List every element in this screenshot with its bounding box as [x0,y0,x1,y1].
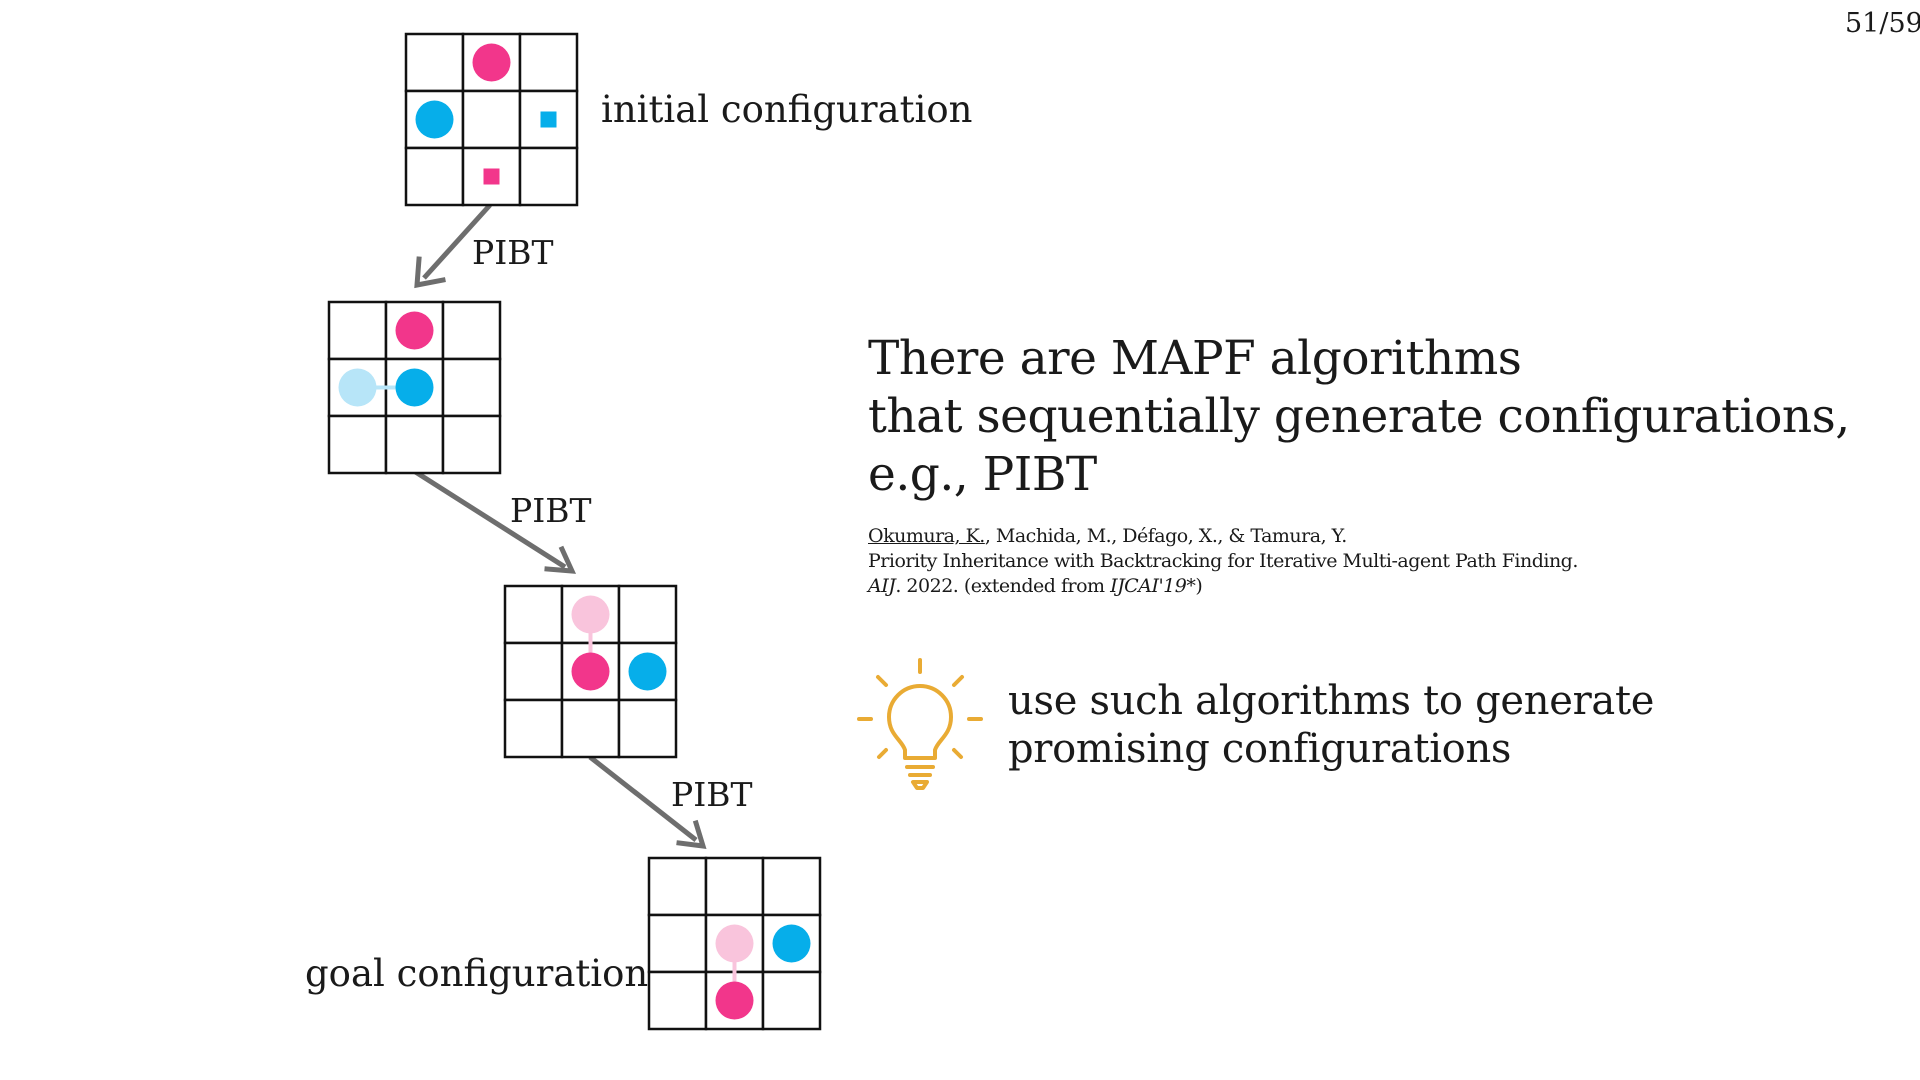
reference-coauthors: , Machida, M., Défago, X., & Tamura, Y. [984,525,1347,547]
transition-arrow-2 [412,468,577,574]
agent-pink [571,652,610,691]
agent-pink [715,981,754,1020]
grid-cell [761,970,822,1031]
page-number: 51/59 [1845,8,1920,39]
page-separator: / [1879,8,1889,39]
headline-line-1: There are MAPF algorithms [868,331,1522,386]
grid-cell [518,32,579,93]
grid-step-1 [327,300,502,475]
grid-cell [461,89,522,150]
grid-cell [384,414,445,475]
grid-cell [647,856,708,917]
grid-cell [617,584,678,645]
agent-blue [395,368,434,407]
grid-cell [503,584,564,645]
reference-title: Priority Inheritance with Backtracking f… [868,550,1578,572]
grid-cell [503,698,564,759]
grid-cell [327,414,388,475]
reference-first-author: Okumura, K. [868,525,985,547]
reference-venue: AIJ [868,575,896,597]
lightbulb-icon [857,658,983,790]
previous-position-blue [338,368,377,407]
reference-extended-venue: IJCAI'19* [1110,575,1196,597]
reference-authors: Okumura, K., Machida, M., Défago, X., & … [868,524,1578,549]
headline-line-2: that sequentially generate configuration… [868,389,1850,444]
agent-pink [472,43,511,82]
grid-cell [560,698,621,759]
transition-arrow-1 [414,203,492,289]
agent-blue [628,652,667,691]
grid-cell [617,698,678,759]
agent-blue [772,924,811,963]
grid-cell [704,856,765,917]
goal-marker-blue [540,111,557,128]
pibt-step-label-2: PIBT [510,491,592,530]
agent-blue [415,100,454,139]
reference-closing: ) [1195,575,1203,597]
transition-arrows [412,203,707,849]
grid-cell [518,146,579,207]
grid-cell [647,913,708,974]
reference-citation: Okumura, K., Machida, M., Défago, X., & … [868,524,1578,599]
grid-cell [441,300,502,361]
initial-configuration-label: initial configuration [601,88,972,131]
goal-configuration-label: goal configuration [305,952,648,995]
headline: There are MAPF algorithms that sequentia… [868,330,1850,504]
grid-cell [761,856,822,917]
pibt-step-label-1: PIBT [472,233,554,272]
pibt-step-label-3: PIBT [671,775,753,814]
page-total: 59 [1888,8,1920,39]
grid-cell [441,357,502,418]
transition-arrow-3 [588,755,707,849]
grid-cell [441,414,502,475]
headline-line-3: e.g., PIBT [868,447,1097,502]
idea-text: use such algorithms to generate promisin… [1008,677,1654,773]
grid-initial [404,32,579,207]
grid-step-2 [503,584,678,759]
grid-cell [404,32,465,93]
grid-cell [404,146,465,207]
grid-cell [327,300,388,361]
grid-cell [503,641,564,702]
agent-pink [395,311,434,350]
idea-line-2: promising configurations [1008,726,1512,772]
previous-position-pink [715,924,754,963]
previous-position-pink [571,595,610,634]
reference-venue-line: AIJ. 2022. (extended from IJCAI'19*) [868,574,1578,599]
grid-goal [647,856,822,1031]
page-current: 51 [1845,8,1880,39]
goal-marker-pink [483,168,500,185]
idea-line-1: use such algorithms to generate [1008,678,1655,724]
reference-year-note: . 2022. (extended from [895,575,1111,597]
grid-cell [647,970,708,1031]
